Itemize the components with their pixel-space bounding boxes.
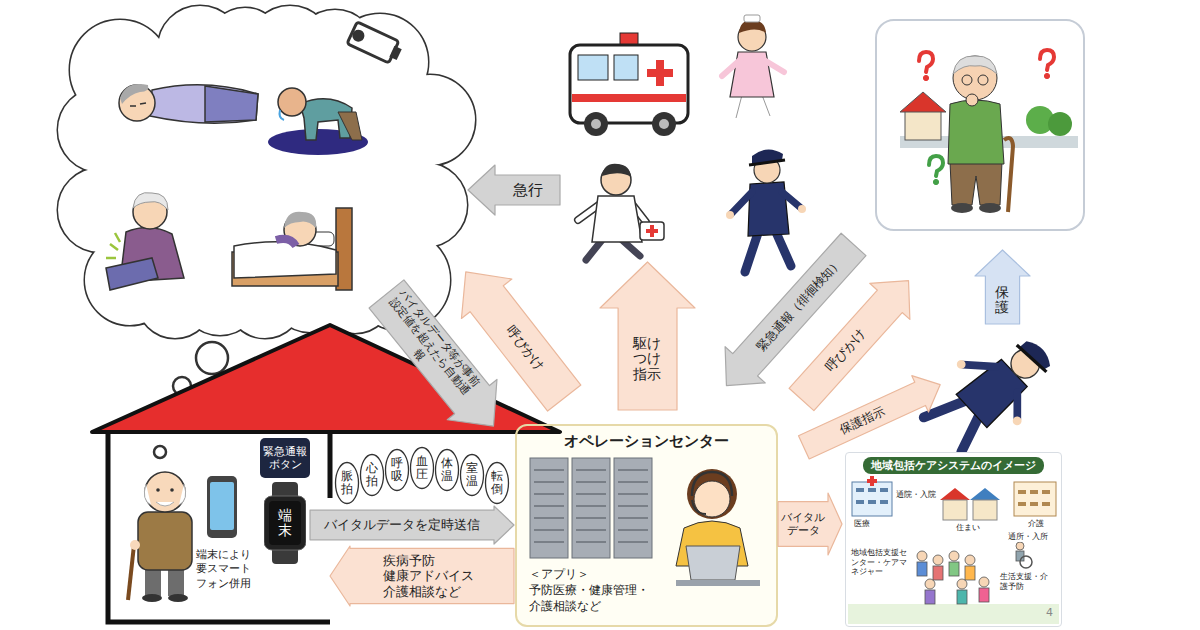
sensor-label: 心拍 — [366, 462, 378, 488]
arrow-label: バイタルデータを定時送信 — [324, 517, 480, 533]
sensor-label: 体温 — [441, 457, 453, 483]
arrow-label: 駆けつけ指示 — [633, 336, 661, 382]
arrow-text-area: 保護 — [985, 280, 1019, 320]
wearable-terminal: 端末 — [264, 482, 306, 564]
vital-sensor: 呼吸 — [385, 449, 409, 491]
arrow-text-area: 駆けつけ指示 — [618, 312, 677, 406]
device-note: 端末により要スマートフォン併用 — [196, 548, 252, 591]
care-title: 地域包括ケアシステムのイメージ — [863, 457, 1044, 474]
page-number: 4 — [1046, 606, 1053, 619]
arrow-text-area: バイタルデータを定時送信 — [314, 510, 490, 540]
community-care-art — [845, 452, 1062, 627]
care-label: 生活支援・介護予防 — [1000, 572, 1050, 591]
alert-arrow: 緊急通報（徘徊検知） — [706, 226, 873, 403]
arrow-text-area: バイタルデータ — [780, 502, 826, 547]
care-label: 住まい — [956, 523, 980, 533]
arrow-label: 緊急通報（徘徊検知） — [754, 255, 845, 354]
arrow-body — [975, 250, 1030, 324]
vital-data-arrow: バイタルデータ — [778, 493, 842, 555]
vital-sensor: 室温 — [460, 454, 484, 496]
arrow-body — [600, 262, 695, 410]
arrow-label: 疾病予防 健康アドバイス 介護相談など — [383, 553, 482, 600]
button-label: 緊急通報ボタン — [263, 445, 307, 470]
arrow-body — [706, 226, 873, 403]
sensor-label: 脈拍 — [341, 470, 353, 496]
arrow-label: バイタルデータ — [780, 511, 826, 537]
arrow-text-area: 疾病予防 健康アドバイス 介護相談など — [354, 548, 510, 603]
arrow-text-area: 急行 — [499, 175, 556, 205]
sensor-label: 血圧 — [416, 455, 428, 481]
police-officer — [726, 149, 806, 272]
arrow-body — [310, 506, 514, 544]
dispatch-arrow: 駆けつけ指示 — [600, 262, 695, 410]
sensor-label: 転倒 — [491, 470, 503, 496]
arrow-label: 保護 — [995, 285, 1009, 316]
house-roof — [92, 325, 560, 432]
care-label: 通院・入院 — [896, 490, 936, 500]
advice-arrow: 疾病予防 健康アドバイス 介護相談など — [330, 546, 514, 606]
emergency-button: 緊急通報ボタン — [260, 438, 310, 478]
vital-sensor: 脈拍 — [335, 462, 359, 504]
sensor-label: 室温 — [466, 462, 478, 488]
arrow-label: 呼びかけ — [822, 326, 868, 375]
operation-center-art — [515, 424, 778, 627]
action-arrow: 急行 — [468, 165, 560, 215]
ambulance — [570, 33, 688, 136]
sensor-label: 呼吸 — [391, 457, 403, 483]
care-label: 医療 — [854, 519, 870, 529]
center-app-note: ＜アプリ＞ 予防医療・健康管理・介護相談など — [529, 566, 653, 615]
vital-sensor: 血圧 — [410, 447, 434, 489]
arrow-label: 急行 — [513, 181, 543, 199]
cloud-elders — [106, 84, 368, 290]
arrow-body — [441, 252, 590, 417]
operation-center: オペレーションセンター ＜アプリ＞ 予防医療・健康管理・介護相談など — [515, 424, 778, 627]
arrow-body — [330, 546, 514, 606]
arrow-body — [468, 165, 560, 215]
nurse — [722, 15, 784, 118]
arrow-label: 呼びかけ — [503, 323, 547, 374]
arrow-label: 保護指示 — [837, 404, 887, 437]
care-label: 地域包括支援センター・ケアマネジャー — [851, 548, 909, 577]
data-send-arrow: バイタルデータを定時送信 — [310, 506, 514, 544]
care-label: 介護 — [1028, 519, 1044, 529]
camera-icon — [347, 22, 404, 66]
arrow-body — [796, 366, 949, 465]
doctor — [578, 164, 664, 260]
vital-sensor: 心拍 — [360, 454, 384, 496]
center-title: オペレーションセンター — [517, 432, 776, 451]
protect-arrow: 保護 — [975, 250, 1030, 324]
care-label: 通所・入所 — [1008, 532, 1048, 542]
lost-elder — [876, 20, 1084, 230]
thought-cloud — [58, 6, 475, 338]
watch-label: 端末 — [278, 508, 292, 539]
house-wall — [108, 432, 330, 622]
arrow-body — [778, 493, 842, 555]
vital-sensor: 転倒 — [485, 462, 509, 504]
vital-sensor: 体温 — [435, 449, 459, 491]
